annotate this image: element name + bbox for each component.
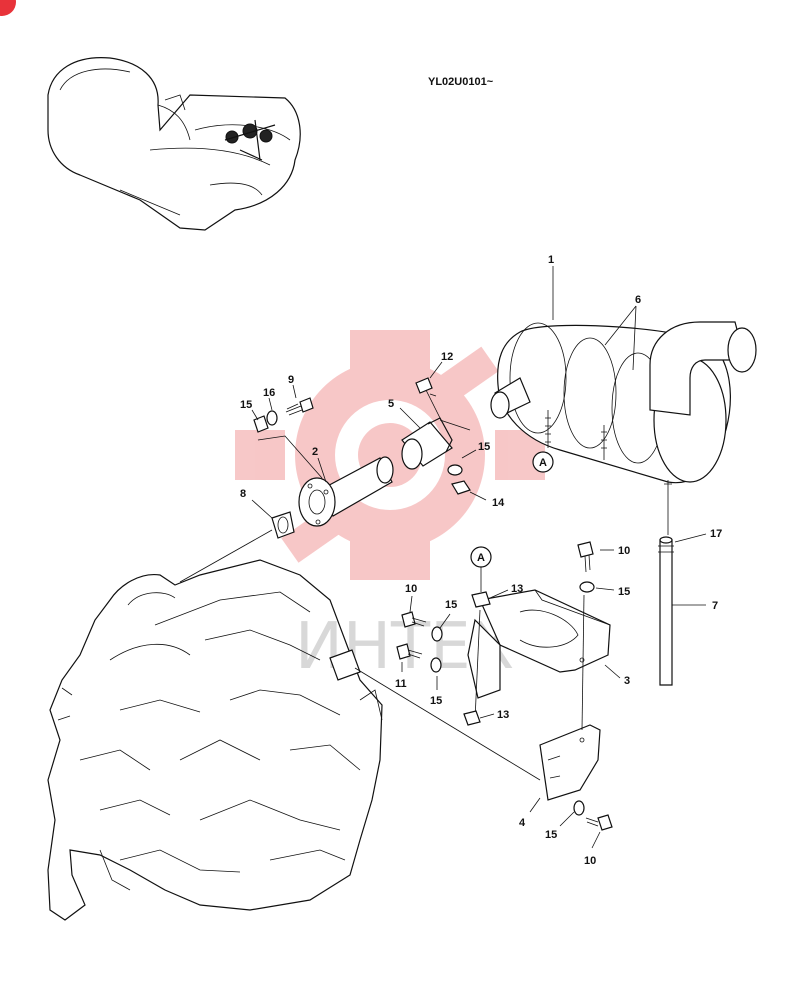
leader-10-bottom [591, 831, 601, 849]
washer-15-left-b [430, 657, 442, 673]
leader-8 [251, 499, 273, 519]
callout-15-left-a: 15 [445, 599, 457, 611]
bolt-9 [285, 397, 314, 416]
leader-5 [399, 407, 421, 429]
washer-15-right [579, 581, 595, 593]
leader-15-clamp [461, 449, 477, 459]
callout-2: 2 [312, 446, 318, 458]
callout-15-upper: 15 [240, 399, 252, 411]
leader-4 [529, 797, 541, 813]
washer-16 [266, 410, 278, 426]
callout-5: 5 [388, 398, 394, 410]
leader-12 [429, 361, 443, 379]
engine-pipe-line [179, 529, 273, 583]
washer-15-bottom [573, 800, 585, 816]
callout-9: 9 [288, 374, 294, 386]
callout-13-bottom: 13 [497, 709, 509, 721]
callout-13-top: 13 [511, 583, 523, 595]
callout-10-right: 10 [618, 545, 630, 557]
leader-15-upper [251, 409, 259, 421]
corner-badge [0, 0, 16, 16]
bracket-line [354, 667, 541, 781]
callout-14: 14 [492, 497, 505, 509]
bracket-4 [539, 724, 601, 801]
nut-13-top [471, 591, 491, 608]
callout-16: 16 [263, 387, 275, 399]
callout-15-clamp: 15 [478, 441, 490, 453]
guide-line-b [581, 594, 585, 731]
leader-9 [292, 384, 297, 399]
callout-8: 8 [240, 488, 246, 500]
nut-15-upper [253, 415, 269, 433]
leader-13-bottom [479, 713, 495, 719]
bolt-10-bottom [585, 814, 613, 831]
leader-3 [604, 664, 621, 679]
callout-10-bottom: 10 [584, 855, 596, 867]
leader-10-left [409, 595, 413, 613]
callout-15-bottom: 15 [545, 829, 557, 841]
ref-a-bracket-label: A [477, 552, 485, 564]
leader-15-left-a [439, 613, 451, 629]
serial-number: YL02U0101~ [428, 76, 494, 88]
leader-15-right [595, 587, 615, 591]
callout-1: 1 [548, 254, 554, 266]
callout-17: 17 [710, 528, 722, 540]
washer-15-left-a [431, 626, 443, 642]
gasket [271, 511, 295, 539]
leader-13-top [489, 589, 509, 599]
leader-2 [257, 435, 327, 483]
callout-3: 3 [624, 675, 630, 687]
guide-line-a [474, 609, 481, 721]
callout-15-left-b: 15 [430, 695, 442, 707]
callout-10-left: 10 [405, 583, 417, 595]
tail-pipe [658, 536, 674, 686]
nut-13-bottom [463, 710, 481, 726]
callout-15-right: 15 [618, 586, 630, 598]
bolt-12 [415, 377, 441, 419]
bolt-10-right [577, 541, 594, 573]
exhaust-pipe [298, 456, 394, 527]
callout-12: 12 [441, 351, 453, 363]
leader-17 [674, 533, 707, 543]
clamp [401, 417, 471, 470]
leader-6 [604, 305, 637, 371]
callout-11: 11 [395, 678, 407, 690]
nut-14 [451, 480, 471, 495]
ref-a-muffler-label: A [539, 457, 547, 469]
engine-mount-pad [329, 649, 361, 681]
ref-a-muffler [532, 451, 554, 473]
engine-block [47, 559, 383, 921]
machine-overview-inset [47, 57, 301, 231]
callout-4: 4 [519, 817, 526, 829]
bracket-3 [467, 589, 611, 699]
leader-15-bottom [559, 811, 575, 827]
leader-16 [268, 397, 273, 411]
muffler [490, 321, 757, 495]
leader-14 [469, 491, 487, 501]
bolt-10-left [401, 611, 427, 628]
callout-6: 6 [635, 294, 641, 306]
callout-7: 7 [712, 600, 718, 612]
washer-15-clamp [447, 464, 463, 476]
bolt-11 [396, 643, 423, 660]
